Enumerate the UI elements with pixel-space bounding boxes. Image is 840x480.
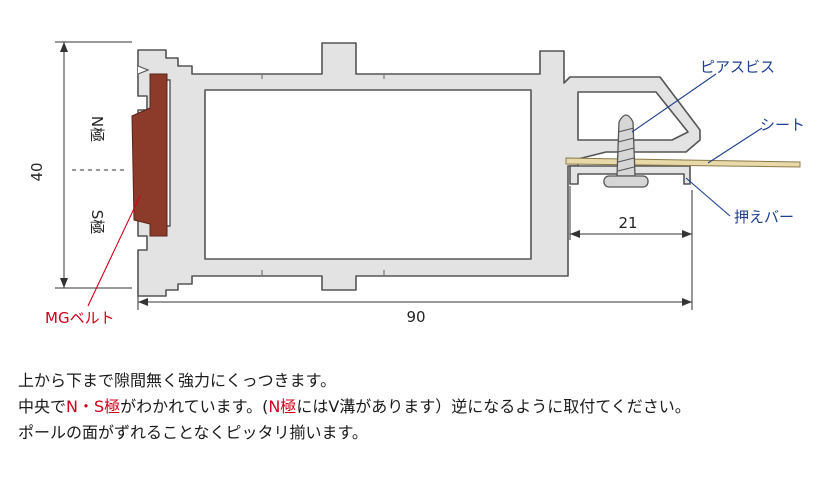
screw-shank: [616, 114, 636, 177]
north-pole-label: N極: [88, 116, 106, 142]
arrow-bar-right: [682, 230, 692, 238]
profile-ribs: [261, 74, 385, 276]
note-line-2-part-e: にはV溝があります）逆になるように取付てください。: [296, 397, 691, 416]
south-pole-label: S極: [88, 210, 106, 235]
arrow-width-right: [682, 298, 692, 306]
pier-screw: [603, 114, 649, 188]
callout-leaders: [87, 73, 763, 307]
screw-chamber: [577, 91, 689, 141]
note-line-2-ns-poles: N・S極: [66, 397, 121, 416]
note-line-2: 中央でN・S極がわかれています。(N極にはV溝があります）逆になるように取付てく…: [18, 394, 833, 420]
note-line-3: ポールの面がずれることなくピッタリ揃います。: [18, 423, 368, 442]
note-line-2-n-pole: N極: [268, 397, 297, 416]
mg-belt-magnet: [131, 73, 168, 237]
callout-pier-screw-label: ピアスビス: [700, 58, 775, 76]
screw-head: [603, 175, 649, 188]
leader-sheet: [707, 127, 763, 164]
arrow-height-bottom: [60, 278, 68, 288]
explanation-notes: 上から下まで隙間無く強力にくっつきます。 中央でN・S極がわかれています。(N極…: [18, 368, 833, 446]
press-bar: [569, 165, 691, 185]
dim-width-label: 90: [406, 308, 425, 326]
leader-mg-belt: [87, 195, 141, 307]
dim-height-label: 40: [28, 162, 46, 181]
dimension-arrows: [60, 42, 692, 306]
leader-pier-screw: [631, 73, 717, 133]
callout-sheet-label: シート: [760, 116, 805, 134]
arrow-height-top: [60, 42, 68, 52]
note-line-2-part-c: がわかれています。(: [120, 397, 269, 416]
profile-cavity: [204, 89, 532, 260]
dimension-lines: [55, 41, 693, 310]
leader-press-bar: [685, 177, 731, 217]
callout-press-bar-label: 押えバー: [734, 208, 794, 226]
note-line-1: 上から下まで隙間無く強力にくっつきます。: [18, 371, 337, 390]
arrow-width-left: [138, 298, 148, 306]
aluminium-profile: [137, 42, 701, 297]
note-line-2-part-a: 中央で: [18, 397, 67, 416]
screw-threads: [617, 127, 635, 172]
callout-mg-belt-label: MGベルト: [45, 309, 115, 327]
arrow-bar-left: [570, 230, 580, 238]
v-groove: [137, 65, 150, 75]
dim-bar-label: 21: [618, 214, 637, 232]
